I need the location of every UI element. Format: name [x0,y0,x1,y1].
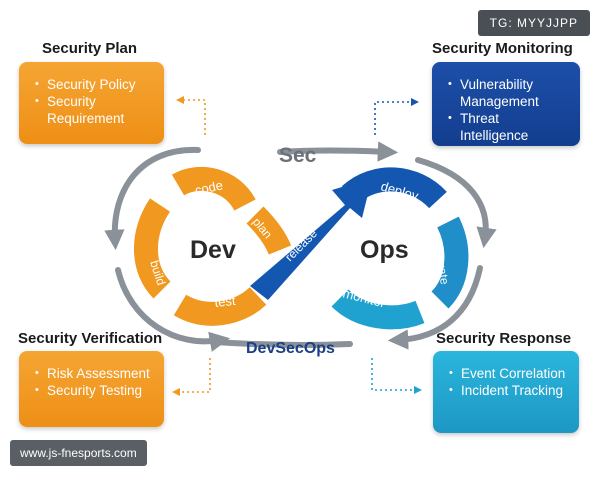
security-plan-item: Security Policy [33,76,152,93]
gray-arrow-top [277,141,399,162]
security-plan-item: Security Requirement [33,93,152,127]
connector-response [371,358,422,394]
connector-plan [176,96,206,135]
segment-code [171,166,256,212]
ops-word: Ops [360,236,409,264]
security-monitoring-title: Security Monitoring [432,40,573,57]
stage-test-label: test [214,293,237,310]
security-response-item: Incident Tracking [447,382,567,399]
security-verification-box: Risk Assessment Security Testing [19,351,164,427]
security-plan-title: Security Plan [42,40,138,57]
gray-arrow-right-bottom [387,265,483,350]
segment-operate [430,216,469,309]
security-monitoring-item: Threat Intelligence [446,110,568,144]
segment-build [134,198,172,299]
security-response-item: Event Correlation [447,365,567,382]
security-monitoring-box: Vulnerability Management Threat Intellig… [432,62,580,146]
release-arrow [250,178,372,300]
outer-gray-ring [104,141,497,352]
stage-code-label: code [194,177,225,198]
gray-arrow-bottom [212,339,353,349]
dev-word: Dev [190,236,236,264]
security-response-title: Security Response [436,330,572,347]
security-response-box: Event Correlation Incident Tracking [433,351,579,433]
security-verification-item: Risk Assessment [33,365,152,382]
site-url-label: www.js-fnesports.com [10,440,147,466]
gray-arrow-left-bottom [115,267,231,352]
dev-loop [134,166,292,326]
security-plan-box: Security Policy Security Requirement [19,62,164,144]
devsecops-word: DevSecOps [246,340,335,357]
watermark-badge: TG: MYYJJPP [477,10,590,36]
segment-plan [246,206,292,255]
security-verification-title: Security Verification [18,330,163,347]
connector-verification [172,358,211,396]
dotted-connectors [172,96,422,396]
sec-word: Sec [279,144,317,167]
gray-arrow-right-top [415,157,497,249]
segment-test [173,286,267,326]
gray-arrow-left-top [104,146,201,251]
connector-monitoring [374,98,419,135]
segment-monitor [331,288,425,330]
security-verification-item: Security Testing [33,382,152,399]
security-monitoring-item: Vulnerability Management [446,76,568,110]
